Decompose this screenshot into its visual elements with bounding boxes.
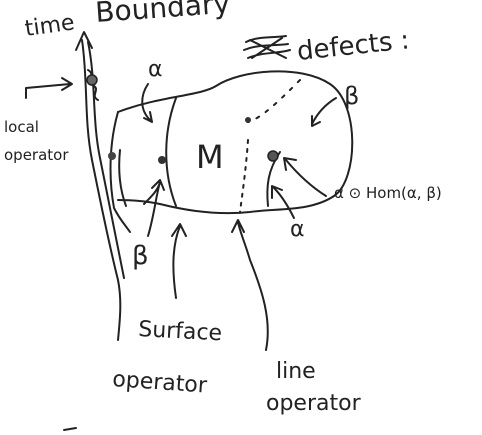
scribbled-word: [244, 36, 290, 58]
surface-operator-line: [166, 98, 176, 206]
line-operator-dashed: [248, 80, 300, 122]
local-operator-arrow-icon: [26, 78, 72, 98]
time-axis: [82, 40, 120, 340]
line-point: [245, 117, 251, 123]
hom-point: [268, 151, 278, 161]
manifold-outline: [118, 71, 352, 213]
local-operator-label-2: operator: [4, 146, 69, 164]
surface-operator-label-2: operator: [112, 367, 209, 399]
alpha-bottom-arrow: [272, 186, 294, 218]
surface-operator-label-1: Surface: [138, 317, 223, 346]
boundary-point: [108, 152, 116, 160]
line-operator-lower: [240, 140, 248, 212]
alpha-bottom-label: α: [290, 217, 305, 242]
line-operator-label-1: line: [276, 359, 316, 384]
alpha-top-label: α: [148, 57, 163, 82]
hom-arrow: [284, 158, 326, 196]
local-operator-label-1: local: [4, 118, 39, 136]
manifold-label: M: [196, 138, 224, 176]
time-label: time: [23, 10, 76, 42]
surface-point: [158, 156, 166, 164]
line-operator-label-2: operator: [266, 391, 362, 416]
local-operator-point: [87, 75, 97, 85]
hom-label: α ⊙ Hom(α, β): [334, 184, 442, 202]
beta-left-label: β: [132, 241, 149, 271]
beta-right-label: β: [344, 82, 359, 110]
line-operator-arrow: [232, 220, 268, 350]
beta-right-arrow: [312, 98, 336, 126]
defects-label: defects :: [296, 25, 411, 67]
boundary-label: Boundary: [94, 0, 231, 29]
beta-left-arrow: [148, 180, 164, 236]
stray-mark: [64, 428, 76, 430]
boundary-face-inner: [119, 150, 126, 206]
surface-operator-arrow: [172, 224, 186, 298]
